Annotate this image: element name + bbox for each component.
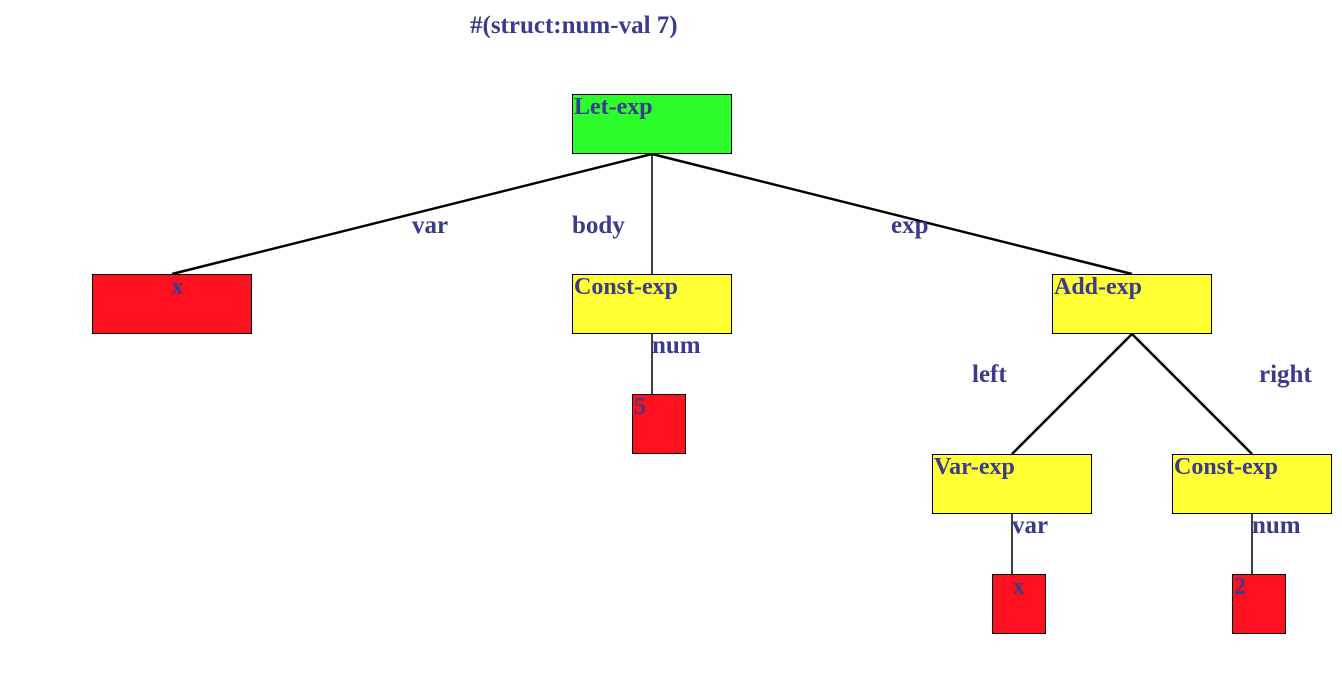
node-const-exp-2: Const-exp	[1172, 454, 1332, 514]
node-var-exp: Var-exp	[932, 454, 1092, 514]
node-const-exp-1: Const-exp	[572, 274, 732, 334]
node-num-2: 2	[1232, 574, 1286, 634]
edge-let-to-add	[651, 152, 1133, 276]
edge-add-to-var	[1011, 333, 1133, 455]
edge-label-left: left	[972, 361, 1007, 388]
node-num-5: 5	[632, 394, 686, 454]
edge-label-num-2: num	[1252, 512, 1301, 539]
node-add-exp: Add-exp	[1052, 274, 1212, 334]
edge-label-var: var	[412, 212, 449, 239]
edge-label-body: body	[572, 212, 625, 239]
edge-label-num-1: num	[652, 332, 701, 359]
edge-add-to-const	[1131, 333, 1253, 455]
node-let-exp: Let-exp	[572, 94, 732, 154]
edge-label-right: right	[1259, 361, 1312, 388]
node-var-x-2: x	[992, 574, 1046, 634]
evaluation-result: #(struct:num-val 7)	[470, 12, 678, 39]
edge-label-var-2: var	[1012, 512, 1049, 539]
node-var-x: x	[92, 274, 252, 334]
edge-label-exp: exp	[891, 212, 929, 239]
edge-let-to-x	[171, 152, 653, 276]
